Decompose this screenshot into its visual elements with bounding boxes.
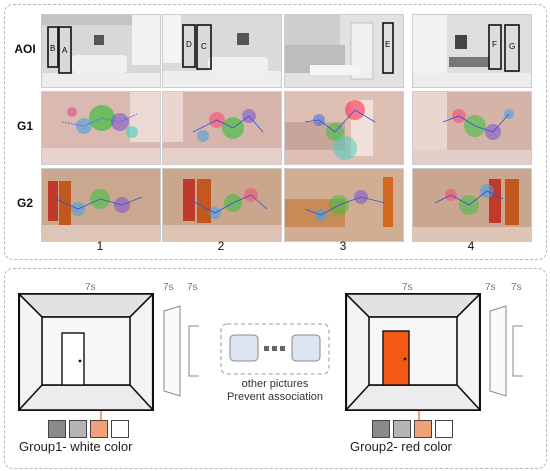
group2-duration-next: 7s [485,282,496,293]
g1-heatmap-3 [284,91,404,165]
aoi-label-c: C [201,42,207,51]
group1-duration-far: 7s [187,282,198,293]
g1-heatmap-4 [412,91,532,165]
group2-swatches [372,420,453,438]
group1-swatch-orange [90,420,108,438]
column-label-4: 4 [467,239,475,253]
prevent-association-label: Prevent association [227,391,323,403]
row-label-aoi: AOI [14,42,36,56]
aoi-label-g: G [509,42,515,51]
group1-caption: Group1- white color [19,439,133,454]
aoi-label-d: D [186,40,192,49]
column-label-1: 1 [96,239,104,253]
heatmap-grid-panel [4,4,547,260]
group2-room-illustration [345,293,481,411]
group2-swatch-gray [393,420,411,438]
group1-room-illustration [18,293,154,411]
group1-far-frame [188,325,199,377]
g2-heatmap-1 [41,168,161,242]
aoi-label-e: E [385,40,390,49]
g2-heatmap-2 [162,168,282,242]
group1-duration-main: 7s [85,282,96,293]
group1-swatch-pointer [100,411,102,420]
group1-swatches [48,420,129,438]
group2-duration-main: 7s [402,282,413,293]
group2-swatch-pointer [418,411,420,420]
group1-swatch-dark-gray [48,420,66,438]
group1-duration-next: 7s [163,282,174,293]
aoi-photo-2: D C [162,14,282,88]
aoi-label-b: B [50,44,55,53]
other-pictures-frame [220,323,330,375]
group1-swatch-white [111,420,129,438]
aoi-photo-1: B A [41,14,161,88]
g2-heatmap-3 [284,168,404,242]
column-label-3: 3 [339,239,347,253]
group2-swatch-orange [414,420,432,438]
group2-caption: Group2- red color [350,439,452,454]
g1-heatmap-2 [162,91,282,165]
column-label-2: 2 [217,239,225,253]
group1-next-frame [163,305,181,397]
row-label-g2: G2 [16,196,33,210]
experiment-procedure-panel [4,268,547,469]
aoi-label-a: A [62,46,68,55]
aoi-photo-4: F G [412,14,532,88]
group2-duration-far: 7s [511,282,522,293]
group1-swatch-gray [69,420,87,438]
group2-next-frame [489,305,507,397]
g1-heatmap-1 [41,91,161,165]
group2-far-frame [512,325,523,377]
group2-swatch-white [435,420,453,438]
group2-swatch-dark-gray [372,420,390,438]
row-label-g1: G1 [16,119,33,133]
g2-heatmap-4 [412,168,532,242]
group1-door [61,332,85,386]
other-pictures-label: other pictures [241,378,309,390]
aoi-photo-3: E [284,14,404,88]
aoi-label-f: F [492,40,497,49]
